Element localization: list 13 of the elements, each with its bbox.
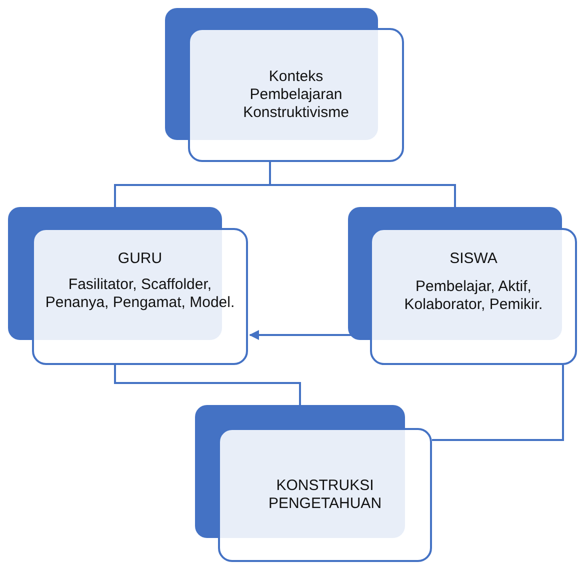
box-text: KONSTRUKSI PENGETAHUAN <box>267 477 383 513</box>
box-text: Konteks Pembelajaran Konstruktivisme <box>242 68 350 122</box>
box-text: Pembelajar, Aktif, Kolaborator, Pemikir. <box>403 278 544 314</box>
connector-line <box>269 162 456 207</box>
box-heading: SISWA <box>448 250 498 268</box>
process-box <box>32 228 248 365</box>
process-box <box>370 228 577 365</box>
process-box <box>218 428 432 562</box>
connector-line <box>432 365 564 441</box>
process-box <box>188 28 404 162</box>
connector-line <box>114 365 301 405</box>
box-text: Fasilitator, Scaffolder, Penanya, Pengamat, Model. <box>44 276 236 312</box>
box-heading: GURU <box>116 250 164 268</box>
